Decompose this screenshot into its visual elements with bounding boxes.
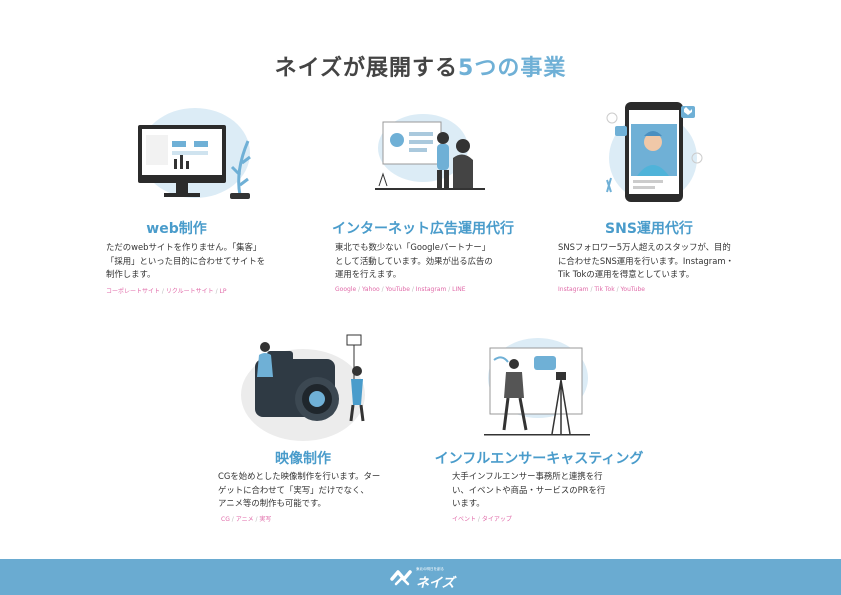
tag: Instagram	[415, 286, 447, 293]
tag: リクルートサイト	[165, 288, 214, 295]
tag: Google	[335, 286, 357, 293]
service-description: CGを始めとした映像制作を行います。ターゲットに合わせて「実写」だけでなく、アニ…	[218, 471, 381, 508]
service-tags: Instagram / Tik Tok / YouTube	[558, 286, 645, 293]
logo-tagline: 東北の明日を創る	[416, 567, 444, 571]
page-title: ネイズが展開する5つの事業	[0, 50, 841, 82]
service-tags: イベント / タイアップ	[452, 516, 512, 523]
service-card-sns: SNS運用代行 SNSフォロワー5万人超えのスタッフが、目的に合わせたSNS運用…	[552, 98, 762, 298]
tag: LP	[219, 288, 227, 295]
tag: YouTube	[385, 286, 410, 293]
tag: CG	[221, 516, 230, 523]
service-card-video: 映像制作 CGを始めとした映像制作を行います。ターゲットに合わせて「実写」だけで…	[213, 325, 413, 525]
tag: タイアップ	[481, 516, 512, 523]
service-tags: CG / アニメ / 実写	[221, 516, 272, 523]
company-logo[interactable]: 東北の明日を創る ネイズ	[390, 566, 460, 591]
logo-mark-icon	[390, 570, 412, 586]
service-card-web: web制作 ただのwebサイトを作りません。「集客」「採用」といった目的に合わせ…	[100, 100, 300, 300]
tag: Tik Tok	[594, 286, 615, 293]
service-card-internet-ads: インターネット広告運用代行 東北でも数少ない「Googleパートナー」として活動…	[320, 100, 530, 300]
service-title: 映像制作	[275, 451, 331, 467]
tag: コーポレートサイト	[106, 288, 161, 295]
page-title-accent: 5つの事業	[458, 56, 567, 81]
service-description: 東北でも数少ない「Googleパートナー」として活動しています。効果が出る広告の…	[335, 242, 493, 279]
tag: 実写	[259, 516, 272, 523]
tag: YouTube	[620, 286, 645, 293]
video-production-illustration	[241, 334, 365, 441]
sns-operation-illustration	[606, 102, 703, 202]
tag: イベント	[452, 516, 477, 523]
influencer-casting-illustration	[484, 338, 590, 436]
service-description: ただのwebサイトを作りません。「集客」「採用」といった目的に合わせてサイトを制…	[106, 242, 266, 279]
service-title: SNS運用代行	[605, 221, 693, 237]
web-production-illustration	[138, 108, 251, 199]
page-title-main: ネイズが展開する	[274, 56, 459, 81]
service-description: SNSフォロワー5万人超えのスタッフが、目的に合わせたSNS運用を行います。In…	[558, 242, 734, 279]
service-title: インターネット広告運用代行	[332, 221, 514, 237]
service-description: 大手インフルエンサー事務所と連携を行い、イベントや商品・サービスのPRを行います…	[452, 471, 606, 508]
service-title: インフルエンサーキャスティング	[434, 451, 644, 467]
tag: Instagram	[558, 286, 589, 293]
ad-operation-illustration	[375, 114, 485, 190]
footer-bar: 東北の明日を創る ネイズ	[0, 559, 841, 595]
service-tags: Google / Yahoo / YouTube / Instagram / L…	[335, 286, 466, 293]
service-tags: コーポレートサイト / リクルートサイト / LP	[106, 288, 227, 295]
logo-name: ネイズ	[416, 576, 455, 591]
tag: LINE	[452, 286, 466, 293]
service-card-influencer: インフルエンサーキャスティング 大手インフルエンサー事務所と連携を行い、イベント…	[420, 330, 660, 530]
tag: アニメ	[235, 516, 254, 523]
tag: Yahoo	[362, 286, 380, 293]
service-title: web制作	[146, 221, 207, 237]
